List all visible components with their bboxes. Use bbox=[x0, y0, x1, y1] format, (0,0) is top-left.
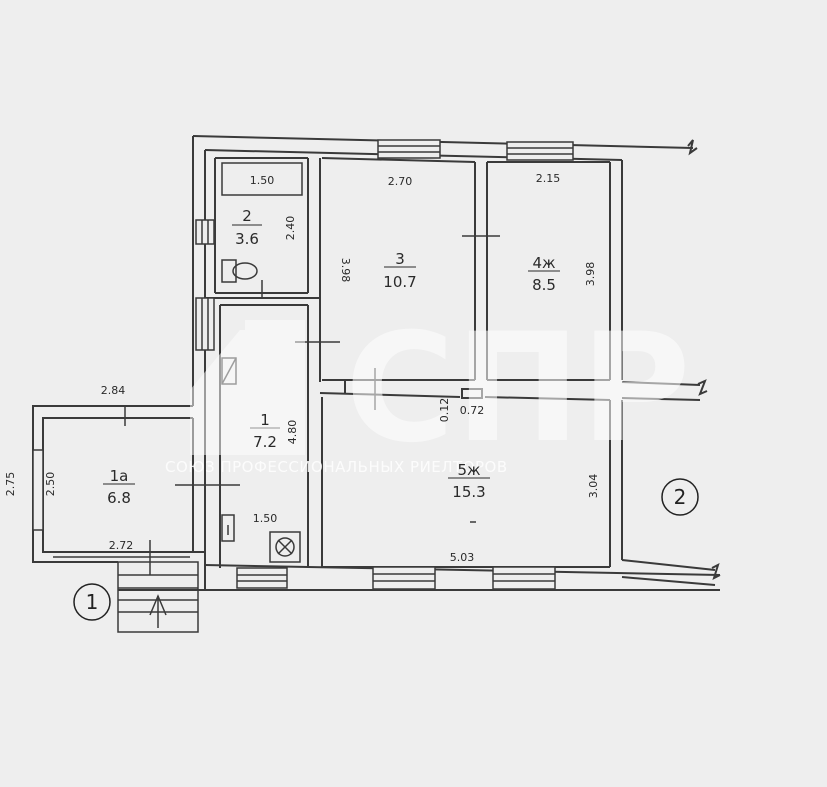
sink-icon bbox=[221, 514, 235, 542]
dim-room4-height: 3.98 bbox=[584, 262, 597, 287]
dim-room1a-height: 2.50 bbox=[44, 472, 57, 497]
window-room2 bbox=[195, 219, 215, 245]
watermark: СПР СОЮЗ ПРОФЕССИОНАЛЬНЫХ РИЕЛТОРОВ bbox=[165, 302, 691, 476]
window-room5-right bbox=[492, 566, 556, 590]
room-labels: 2 3.6 3 10.7 4ж 8.5 1 7.2 1а 6.8 5ж 15.3 bbox=[107, 207, 556, 507]
window-room5-left bbox=[372, 566, 436, 590]
room-3-number: 3 bbox=[395, 250, 405, 268]
room-2-area: 3.6 bbox=[235, 230, 259, 248]
dim-room3-height: 3.98 bbox=[339, 258, 352, 283]
window-corridor bbox=[195, 297, 215, 351]
dim-outer-left: 2.75 bbox=[4, 472, 17, 497]
walls bbox=[32, 135, 721, 591]
dim-room3-width: 2.70 bbox=[388, 175, 413, 188]
toilet-icon bbox=[221, 259, 258, 283]
watermark-logo: СПР bbox=[345, 302, 691, 476]
dim-room4-width: 2.15 bbox=[536, 172, 561, 185]
room-4-number: 4ж bbox=[532, 254, 555, 272]
dim-room5-width: 5.03 bbox=[450, 551, 475, 564]
watermark-tagline: СОЮЗ ПРОФЕССИОНАЛЬНЫХ РИЕЛТОРОВ bbox=[165, 458, 508, 476]
room-2-number: 2 bbox=[242, 207, 252, 225]
window-room4 bbox=[506, 141, 574, 161]
room-5-area: 15.3 bbox=[452, 483, 485, 501]
dim-niche-width: 0.72 bbox=[460, 404, 485, 417]
stove-icon bbox=[269, 531, 301, 563]
dim-room2-height: 2.40 bbox=[284, 216, 297, 241]
window-room1-bottom bbox=[236, 567, 288, 589]
marker-1-label: 1 bbox=[86, 590, 99, 614]
room-1-area: 7.2 bbox=[253, 433, 277, 451]
dim-room1a-bottom: 2.72 bbox=[109, 539, 134, 552]
dim-room1-width: 1.50 bbox=[253, 512, 278, 525]
marker-2-label: 2 bbox=[674, 485, 687, 509]
marker-1: 1 bbox=[73, 583, 111, 621]
room-3-area: 10.7 bbox=[383, 273, 416, 291]
room-1a-number: 1а bbox=[110, 467, 129, 485]
dim-bath-tub: 1.50 bbox=[250, 174, 275, 187]
watermark-building-icon bbox=[190, 320, 305, 455]
window-room1a-left bbox=[32, 449, 44, 531]
dimension-labels: 1.50 2.40 2.70 3.98 2.15 3.98 4.80 1.50 … bbox=[4, 172, 600, 564]
dim-room1-height: 4.80 bbox=[286, 420, 299, 445]
room-1a-area: 6.8 bbox=[107, 489, 131, 507]
dim-room1a-top: 2.84 bbox=[101, 384, 126, 397]
marker-2: 2 bbox=[661, 478, 699, 516]
dim-niche-depth: 0.12 bbox=[438, 398, 451, 423]
room-1-number: 1 bbox=[260, 411, 270, 429]
room-5-number: 5ж bbox=[457, 461, 480, 479]
room-4-area: 8.5 bbox=[532, 276, 556, 294]
window-room3 bbox=[377, 139, 441, 159]
bathtub bbox=[221, 162, 303, 196]
dim-room5-height: 3.04 bbox=[587, 474, 600, 499]
entrance-stairs bbox=[117, 561, 199, 633]
windows bbox=[32, 139, 574, 590]
